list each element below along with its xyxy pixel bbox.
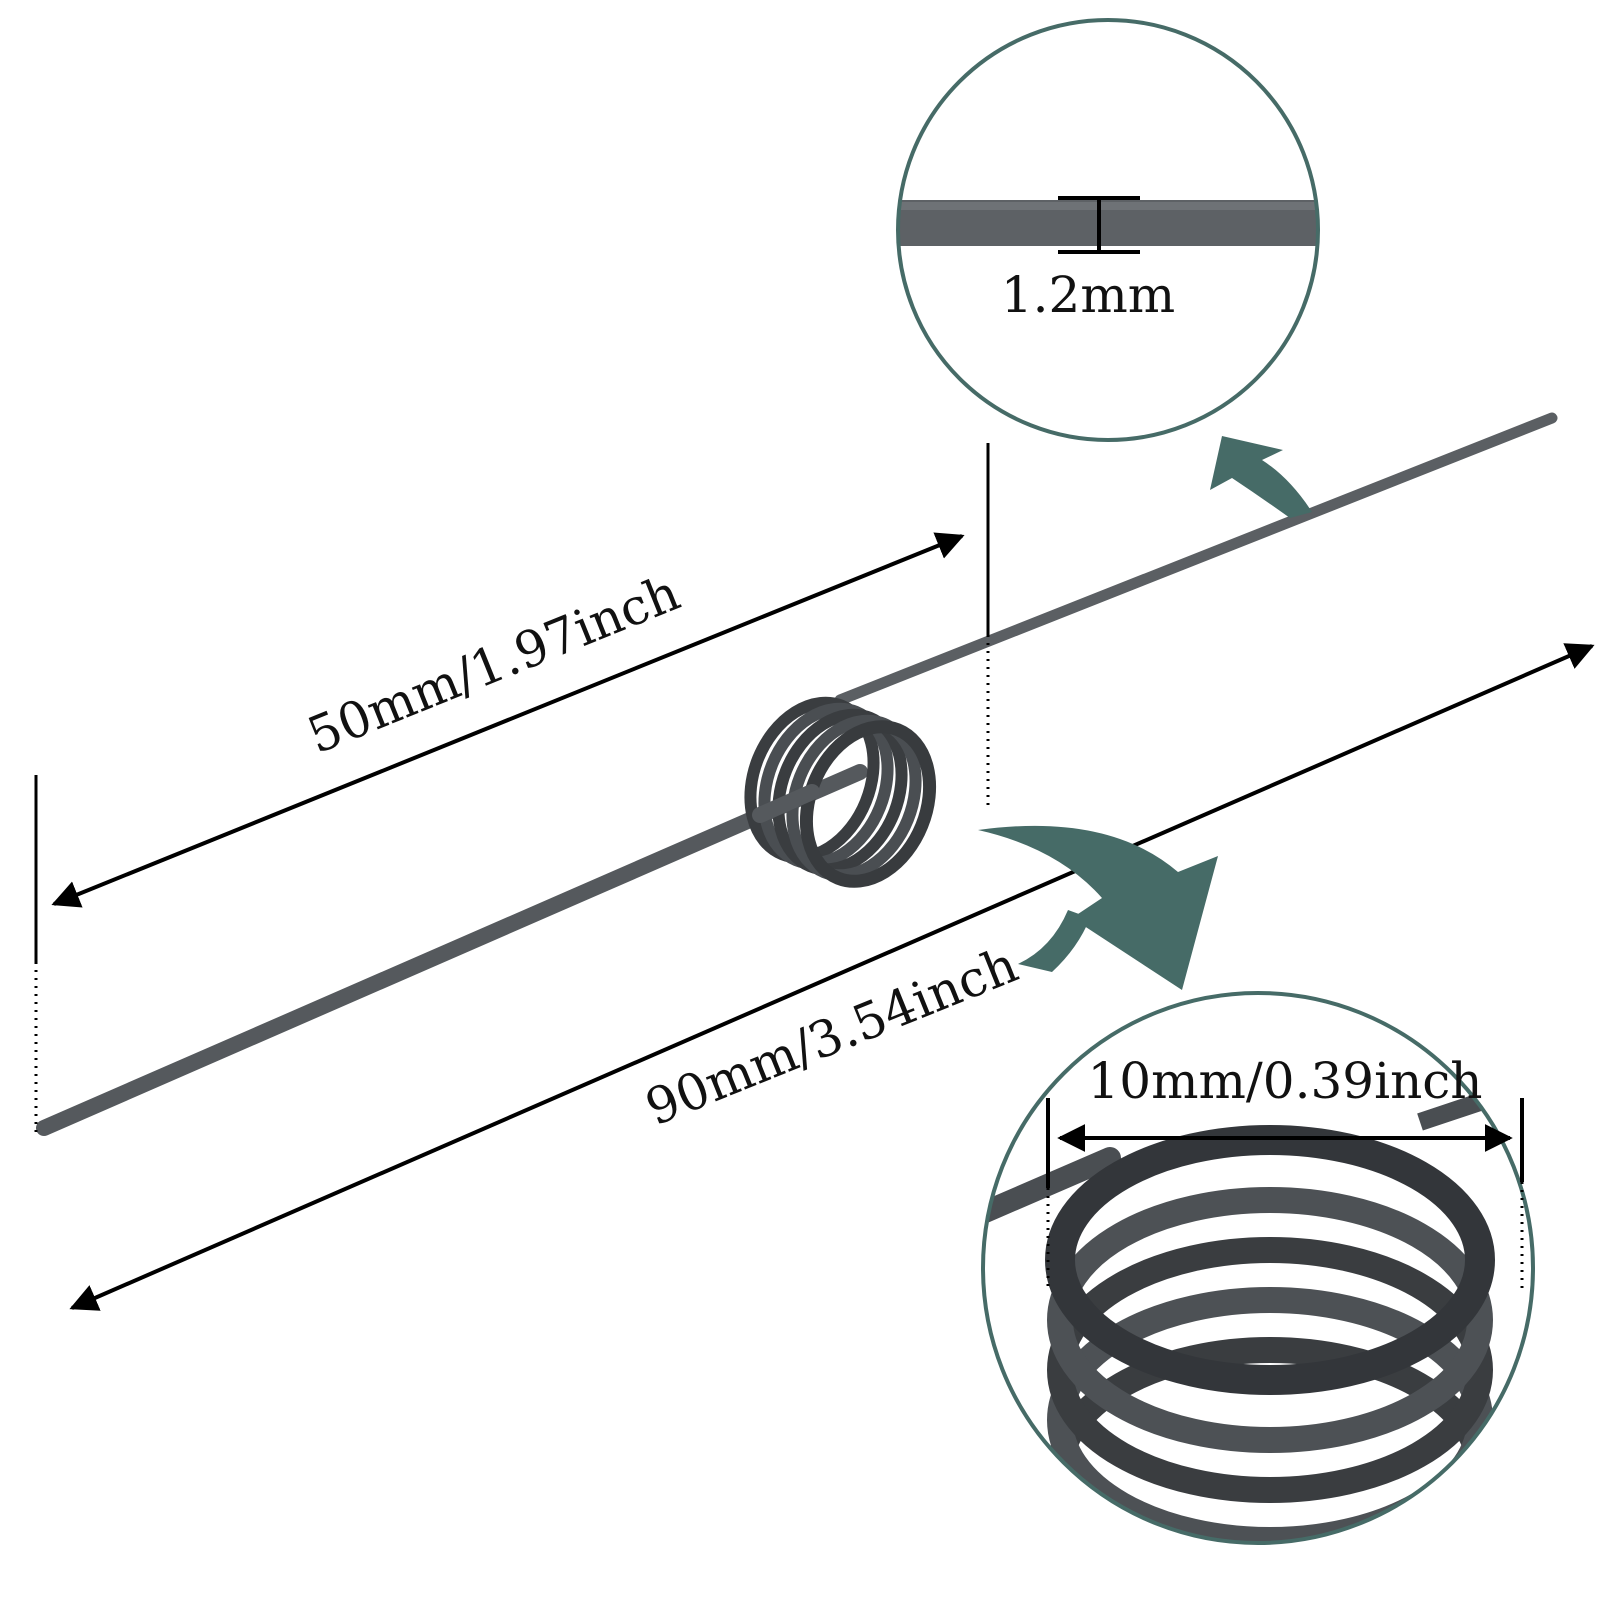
wire-diameter-label: 1.2mm — [1001, 266, 1175, 324]
teal-curved-arrow-icon-down — [978, 825, 1218, 990]
coil-diameter-zoom: 10mm/0.39inch — [981, 991, 1535, 1545]
spring-short-leg — [834, 412, 1558, 706]
coil-diameter-label: 10mm/0.39inch — [1087, 1052, 1482, 1110]
short-leg-label: 50mm/1.97inch — [300, 563, 688, 765]
spring-coil — [744, 696, 937, 888]
teal-curved-arrow-icon-up — [1210, 436, 1312, 518]
total-length-arrow — [69, 643, 1595, 1311]
diameter-i-beam — [1058, 196, 1140, 254]
wire-diameter-zoom: 1.2mm — [896, 18, 1320, 442]
